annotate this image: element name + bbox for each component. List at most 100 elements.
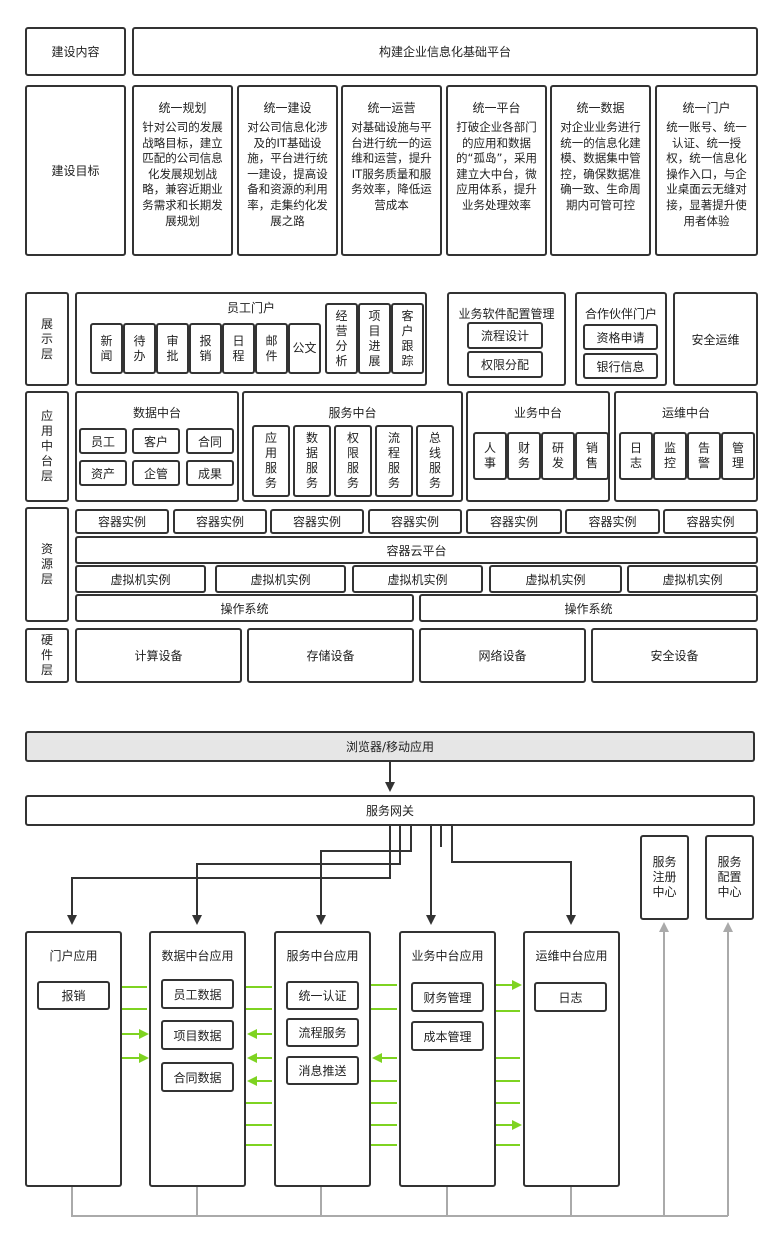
app-business-platform[interactable]: 业务中台应用: [399, 931, 496, 1187]
app-item-reimburse[interactable]: 报销: [37, 981, 110, 1010]
service-item-bus[interactable]: 总线服务: [416, 425, 454, 497]
goal-card-body: 对企业业务进行统一的信息化建模、数据集中管控，确保数据准确一致、生命周期内可管可…: [560, 120, 641, 212]
app-item-message-push[interactable]: 消息推送: [286, 1056, 359, 1085]
container-instance[interactable]: 容器实例: [173, 509, 267, 534]
service-item-permission[interactable]: 权限服务: [334, 425, 372, 497]
portal-item-approval[interactable]: 审批: [156, 323, 189, 374]
software-item-permission[interactable]: 权限分配: [467, 351, 543, 378]
business-item-finance[interactable]: 财务: [507, 432, 541, 480]
app-item-employee-data[interactable]: 员工数据: [161, 979, 234, 1009]
vm-instance[interactable]: 虚拟机实例: [215, 565, 346, 593]
app-item-unified-auth[interactable]: 统一认证: [286, 981, 359, 1010]
app-item-process-service[interactable]: 流程服务: [286, 1018, 359, 1047]
container-instance[interactable]: 容器实例: [368, 509, 462, 534]
app-item-log[interactable]: 日志: [534, 982, 607, 1012]
container-cloud-platform[interactable]: 容器云平台: [75, 536, 758, 564]
portal-item-customer[interactable]: 客户跟踪: [391, 303, 424, 374]
app-data-platform[interactable]: 数据中台应用: [149, 931, 246, 1187]
service-item-label: 总线服务: [428, 431, 441, 490]
container-instance[interactable]: 容器实例: [75, 509, 169, 534]
goal-card-portal: 统一门户 统一账号、统一认证、统一授权，统一信息化操作入口，与企业桌面云无缝对接…: [655, 85, 758, 256]
portal-item-news[interactable]: 新闻: [90, 323, 123, 374]
portal-item-label: 新闻: [100, 333, 113, 363]
operating-system[interactable]: 操作系统: [419, 594, 758, 622]
business-item-sales[interactable]: 销售: [575, 432, 609, 480]
partner-item-bank[interactable]: 银行信息: [583, 353, 658, 379]
container-instance[interactable]: 容器实例: [565, 509, 660, 534]
portal-item-label: 项目进展: [368, 308, 381, 368]
ops-item-monitor[interactable]: 监控: [653, 432, 687, 480]
app-title: 数据中台应用: [161, 949, 234, 963]
goal-card-planning: 统一规划 针对公司的发展战略目标，建立匹配的公司信息化发展规划战略，兼容近期业务…: [132, 85, 233, 256]
vm-instance[interactable]: 虚拟机实例: [627, 565, 758, 593]
data-item-management[interactable]: 企管: [132, 460, 180, 486]
app-title: 门户应用: [49, 949, 98, 963]
service-item-app[interactable]: 应用服务: [252, 425, 290, 497]
content-value: 构建企业信息化基础平台: [132, 27, 758, 76]
vm-instance[interactable]: 虚拟机实例: [75, 565, 206, 593]
service-item-process[interactable]: 流程服务: [375, 425, 413, 497]
goal-card-data: 统一数据 对企业业务进行统一的信息化建模、数据集中管控，确保数据准确一致、生命周…: [550, 85, 651, 256]
goal-label: 建设目标: [25, 85, 126, 256]
partner-item-qualification[interactable]: 资格申请: [583, 324, 658, 350]
software-item-process-design[interactable]: 流程设计: [467, 322, 543, 349]
data-item-contract[interactable]: 合同: [186, 428, 234, 454]
data-item-achievement[interactable]: 成果: [186, 460, 234, 486]
portal-item-todo[interactable]: 待办: [123, 323, 156, 374]
container-instance[interactable]: 容器实例: [466, 509, 562, 534]
service-item-label: 数据服务: [305, 431, 318, 490]
hardware-network[interactable]: 网络设备: [419, 628, 586, 683]
ops-item-label: 日志: [629, 441, 642, 470]
container-instance[interactable]: 容器实例: [270, 509, 364, 534]
portal-item-label: 待办: [133, 333, 146, 363]
portal-item-label: 公文: [292, 341, 317, 355]
app-item-cost-mgmt[interactable]: 成本管理: [411, 1021, 484, 1051]
ops-item-alert[interactable]: 告警: [687, 432, 721, 480]
data-item-customer[interactable]: 客户: [132, 428, 180, 454]
content-label: 建设内容: [25, 27, 126, 76]
business-item-label: 人事: [483, 441, 496, 470]
security-ops[interactable]: 安全运维: [673, 292, 758, 386]
app-portal[interactable]: 门户应用: [25, 931, 122, 1187]
goal-card-body: 统一账号、统一认证、统一授权，统一信息化操作入口，与企业桌面云无缝对接，显著提升…: [666, 120, 747, 228]
service-registry[interactable]: 服务注册中心: [640, 835, 689, 920]
layer-label-text: 资源层: [40, 542, 53, 586]
portal-item-reimburse[interactable]: 报销: [189, 323, 222, 374]
business-platform-title: 业务中台: [513, 406, 562, 420]
data-item-asset[interactable]: 资产: [79, 460, 127, 486]
data-item-employee[interactable]: 员工: [79, 428, 127, 454]
ops-item-manage[interactable]: 管理: [721, 432, 755, 480]
hardware-compute[interactable]: 计算设备: [75, 628, 242, 683]
layer-label-resource: 资源层: [25, 507, 69, 622]
browser-mobile-app[interactable]: 浏览器/移动应用: [25, 731, 755, 762]
hardware-security[interactable]: 安全设备: [591, 628, 758, 683]
goal-card-title: 统一规划: [158, 101, 207, 115]
portal-item-schedule[interactable]: 日程: [222, 323, 255, 374]
portal-item-analysis[interactable]: 经营分析: [325, 303, 358, 374]
portal-item-mail[interactable]: 邮件: [255, 323, 288, 374]
business-item-hr[interactable]: 人事: [473, 432, 507, 480]
business-item-rnd[interactable]: 研发: [541, 432, 575, 480]
app-item-project-data[interactable]: 项目数据: [161, 1020, 234, 1050]
app-item-finance-mgmt[interactable]: 财务管理: [411, 982, 484, 1012]
app-ops-platform[interactable]: 运维中台应用: [523, 931, 620, 1187]
ops-item-label: 告警: [697, 441, 710, 470]
portal-item-project[interactable]: 项目进展: [358, 303, 391, 374]
vm-instance[interactable]: 虚拟机实例: [352, 565, 483, 593]
portal-item-document[interactable]: 公文: [288, 323, 321, 374]
goal-card-title: 统一建设: [263, 101, 312, 115]
hardware-storage[interactable]: 存储设备: [247, 628, 414, 683]
vm-instance[interactable]: 虚拟机实例: [489, 565, 622, 593]
registry-gray-lines: [71, 922, 733, 1217]
service-gateway[interactable]: 服务网关: [25, 795, 755, 826]
app-title: 服务中台应用: [286, 949, 359, 963]
service-item-data[interactable]: 数据服务: [293, 425, 331, 497]
business-item-label: 研发: [551, 441, 564, 470]
container-instance[interactable]: 容器实例: [663, 509, 758, 534]
ops-item-log[interactable]: 日志: [619, 432, 653, 480]
portal-item-label: 审批: [166, 333, 179, 363]
app-item-contract-data[interactable]: 合同数据: [161, 1062, 234, 1092]
operating-system[interactable]: 操作系统: [75, 594, 414, 622]
service-config-center[interactable]: 服务配置中心: [705, 835, 754, 920]
